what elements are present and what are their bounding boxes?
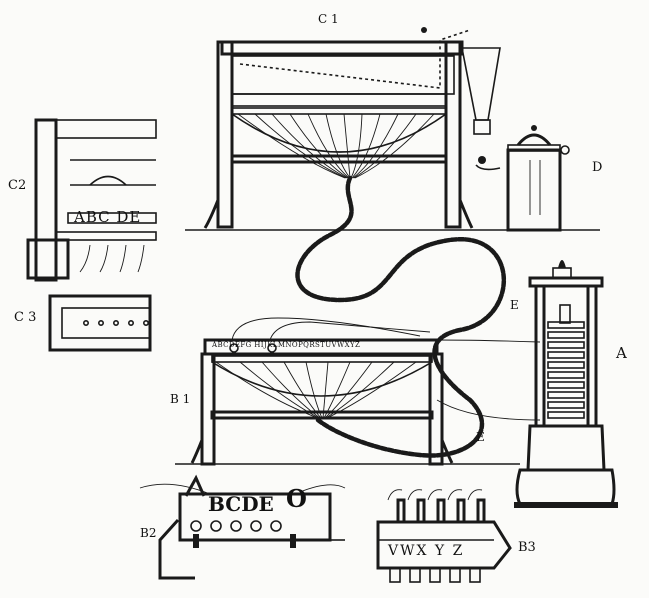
label-b2: B2 — [140, 526, 157, 540]
apparatus-d-bell — [506, 125, 570, 232]
cable-e — [295, 175, 507, 458]
apparatus-b1 — [175, 317, 541, 466]
apparatus-b2 — [139, 474, 346, 580]
apparatus-c3 — [48, 294, 152, 352]
apparatus-b3 — [376, 489, 512, 583]
battery-plates — [547, 321, 585, 419]
label-c1: C 1 — [318, 12, 339, 26]
label-e-upper: E — [510, 298, 519, 312]
label-c2: C2 — [8, 178, 27, 193]
label-e-lower: E — [476, 430, 485, 444]
label-b1: B 1 — [170, 392, 191, 406]
label-c3: C 3 — [14, 310, 37, 325]
label-d: D — [592, 160, 603, 175]
label-a: A — [616, 344, 627, 362]
apparatus-a-battery — [514, 260, 618, 508]
b2-o-letter: O — [286, 484, 307, 513]
c2-letter-strip: ABC DE — [74, 208, 142, 226]
apparatus-c2 — [26, 118, 157, 282]
b1-alphabet-strip: ABCDEFG HIJKLMNOPQRSTUVWXYZ — [212, 341, 361, 349]
apparatus-c1 — [185, 27, 600, 231]
b2-letter-strip: BCDE — [208, 492, 274, 516]
b3-letter-strip: VWX Y Z — [388, 543, 465, 559]
label-b3: B3 — [518, 540, 536, 555]
